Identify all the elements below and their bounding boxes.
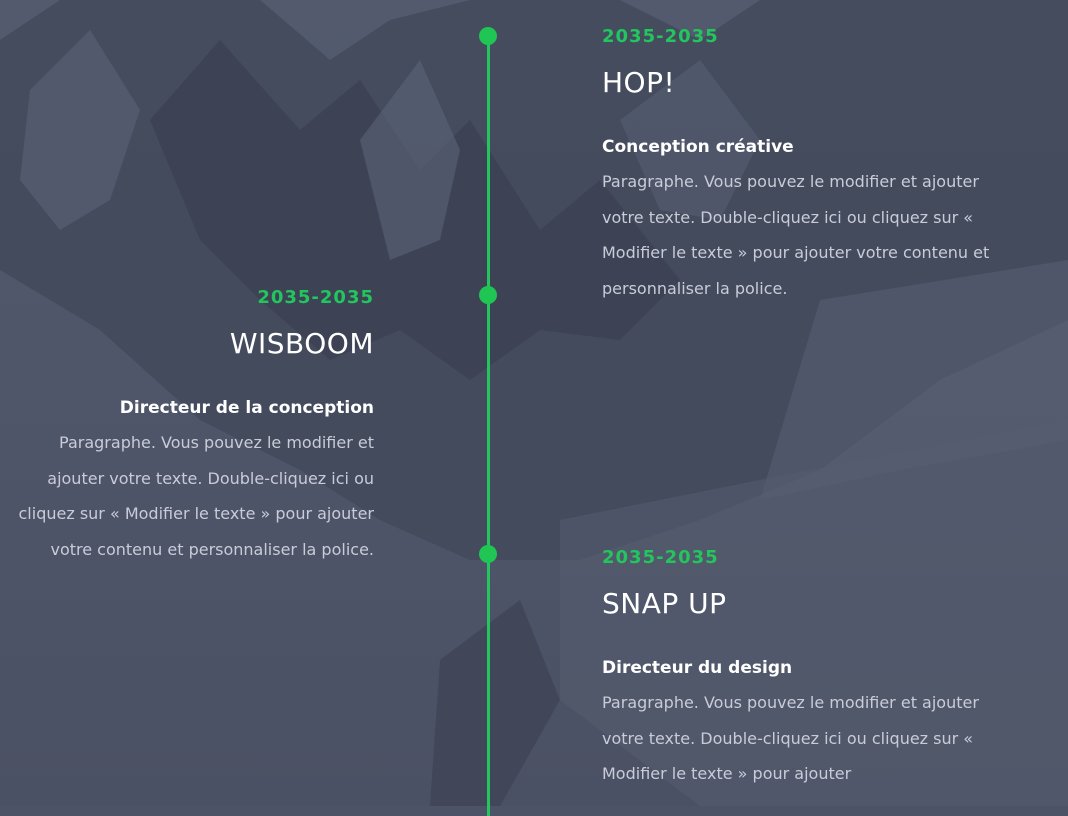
timeline-entry: 2035-2035 SNAP UP Directeur du design Pa… [602, 547, 1002, 792]
entry-years: 2035-2035 [602, 547, 719, 568]
entry-paragraph: Paragraphe. Vous pouvez le modifier et a… [602, 693, 979, 783]
timeline-dot [479, 286, 497, 304]
entry-role: Directeur du design [602, 658, 793, 678]
timeline-line [487, 36, 490, 816]
entry-paragraph: Paragraphe. Vous pouvez le modifier et a… [602, 172, 990, 298]
entry-years: 2035-2035 [257, 287, 374, 308]
timeline-dot [479, 27, 497, 45]
entry-company: WISBOOM [229, 327, 374, 360]
timeline-entry: 2035-2035 HOP! Conception créative Parag… [602, 26, 1002, 306]
entry-company: HOP! [602, 66, 676, 99]
timeline-entry: 2035-2035 WISBOOM Directeur de la concep… [0, 287, 375, 567]
entry-years: 2035-2035 [602, 26, 719, 47]
entry-role: Directeur de la conception [119, 398, 374, 418]
entry-role: Conception créative [602, 137, 794, 157]
timeline-dot [479, 545, 497, 563]
entry-paragraph: Paragraphe. Vous pouvez le modifier et a… [18, 433, 375, 559]
entry-company: SNAP UP [602, 587, 727, 620]
